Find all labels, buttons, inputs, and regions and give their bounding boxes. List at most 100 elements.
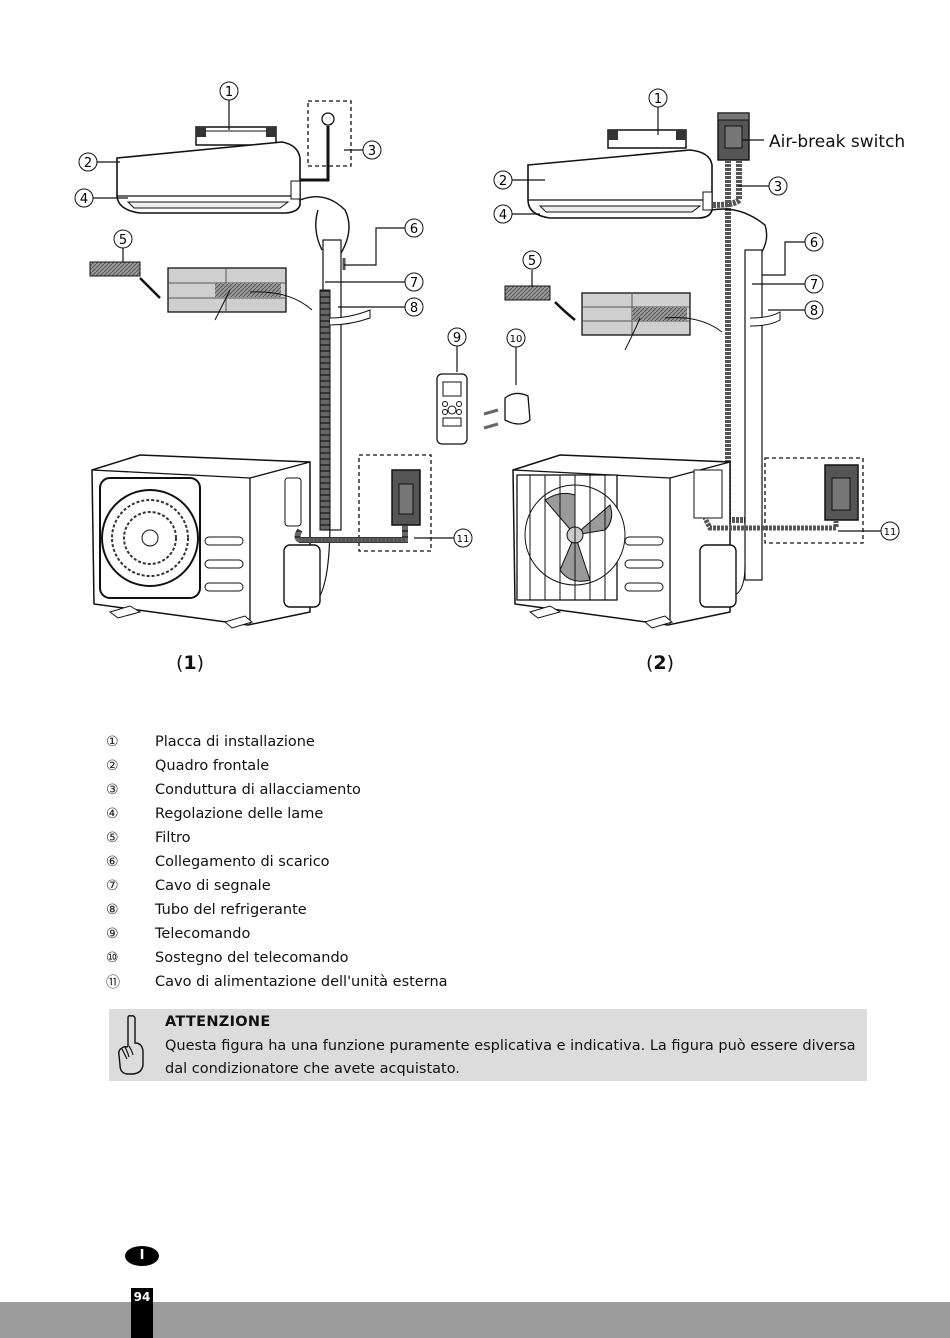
svg-text:8: 8 [810,304,818,319]
parts-legend: ① Placca di installazione ② Quadro frontal… [106,730,606,994]
svg-text:1: 1 [225,85,233,100]
callout-5-d2: 5 [522,250,542,270]
callout-9: 9 [447,327,467,347]
installation-diagram: Air-break switch [74,81,905,674]
filter-panel-2 [581,292,723,351]
legend-label: Telecomando [155,926,251,942]
svg-text:4: 4 [499,208,507,223]
legend-label: Quadro frontale [155,758,270,774]
callout-7-d2: 7 [804,274,824,294]
callout-11-d2: 11 [880,521,900,541]
note-body: Questa figura ha una funzione puramente … [165,1038,856,1077]
legend-label: Regolazione delle lame [155,806,324,822]
air-break-label: Air-break switch [769,132,905,152]
legend-label: Tubo del refrigerante [155,902,307,918]
mounting-plate-2 [607,129,687,149]
callout-circles: 1 2 3 4 5 6 7 8 9 10 11 1 2 3 4 5 6 7 8 … [74,81,900,548]
page-number: 94 [131,1288,153,1338]
callout-11-d1: 11 [453,528,473,548]
callout-3-d1: 3 [362,140,382,160]
remote-holder [483,392,531,430]
legend-item: ③ Conduttura di allacciamento [106,778,606,802]
legend-item: ② Quadro frontale [106,754,606,778]
svg-text:3: 3 [368,144,376,159]
outdoor-unit-1 [91,454,321,629]
svg-text:1: 1 [654,92,662,107]
diagram-2: Air-break switch [504,112,905,629]
svg-text:5: 5 [528,254,536,269]
svg-text:11: 11 [884,527,897,538]
legend-item: ⑥ Collegamento di scarico [106,850,606,874]
legend-number: ⑪ [106,975,120,991]
callout-1-d1: 1 [219,81,239,101]
svg-text:11: 11 [457,534,470,545]
language-badge: I [125,1246,159,1266]
legend-number: ⑨ [106,926,119,942]
legend-number: ⑦ [106,878,119,894]
svg-text:6: 6 [410,222,418,237]
legend-label: Sostegno del telecomando [155,950,349,966]
callout-6-d2: 6 [804,232,824,252]
legend-label: Placca di installazione [155,734,315,750]
legend-item: ⑦ Cavo di segnale [106,874,606,898]
remote-control [436,373,468,445]
svg-text:8: 8 [410,301,418,316]
callout-1-d2: 1 [648,88,668,108]
legend-number: ⑩ [106,950,119,966]
legend-item: ⑤ Filtro [106,826,606,850]
callouts [92,100,881,539]
legend-label: Filtro [155,830,191,846]
svg-text:4: 4 [80,192,88,207]
legend-number: ④ [106,806,119,822]
legend-item: ⑪ Cavo di alimentazione dell'unità estern… [106,970,606,994]
legend-item: ④ Regolazione delle lame [106,802,606,826]
svg-text:3: 3 [774,180,782,195]
callout-2-d2: 2 [493,170,513,190]
legend-item: ⑨ Telecomando [106,922,606,946]
legend-label: Cavo di alimentazione dell'unità esterna [155,974,448,990]
attention-note: ATTENZIONE Questa figura ha una funzione… [109,1009,867,1081]
legend-label: Cavo di segnale [155,878,271,894]
indoor-unit-2 [527,149,713,219]
callout-2-d1: 2 [78,152,98,172]
legend-label: Conduttura di allacciamento [155,782,361,798]
legend-item: ⑩ Sostegno del telecomando [106,946,606,970]
svg-text:7: 7 [810,278,818,293]
legend-item: ⑧ Tubo del refrigerante [106,898,606,922]
svg-text:9: 9 [453,331,461,346]
legend-item: ① Placca di installazione [106,730,606,754]
legend-number: ⑤ [106,830,119,846]
legend-number: ② [106,758,119,774]
svg-text:5: 5 [119,233,127,248]
callout-8-d2: 8 [804,300,824,320]
figure-caption-1: (1) [176,652,205,674]
svg-text:10: 10 [510,334,523,345]
filter-panel-1 [167,267,313,321]
svg-text:6: 6 [810,236,818,251]
legend-number: ① [106,734,119,750]
callout-4-d2: 4 [493,204,513,224]
callout-3-d2: 3 [768,176,788,196]
legend-number: ⑥ [106,854,119,870]
callout-4-d1: 4 [74,188,94,208]
callout-6-d1: 6 [404,218,424,238]
legend-number: ⑧ [106,902,119,918]
note-title: ATTENZIONE [165,1014,271,1030]
diagram-svg: Air-break switch [74,81,905,629]
figure-caption-2: (2) [646,652,675,674]
svg-text:2: 2 [84,156,92,171]
legend-number: ③ [106,782,119,798]
indoor-unit-1 [116,141,301,214]
callout-5-d1: 5 [113,229,133,249]
legend-label: Collegamento di scarico [155,854,330,870]
svg-text:7: 7 [410,276,418,291]
callout-10: 10 [506,328,526,348]
callout-8-d1: 8 [404,297,424,317]
mounting-plate-1 [195,126,277,146]
footer-bar [0,1302,950,1338]
pointing-hand-icon [118,1015,144,1075]
diagram-1 [89,100,531,629]
svg-text:2: 2 [499,174,507,189]
outdoor-unit-2 [512,454,737,629]
air-break-switch: Air-break switch [717,112,905,161]
